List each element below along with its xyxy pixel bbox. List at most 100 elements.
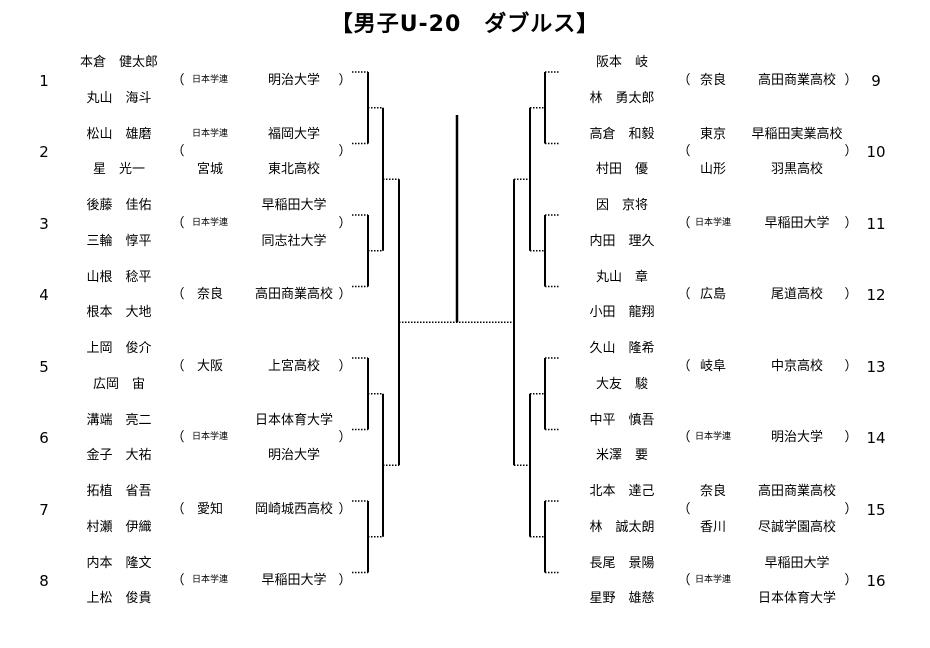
prefecture-label: 日本学連 [191, 432, 228, 443]
prefecture-label: 奈良 [699, 484, 726, 499]
player-name: 久山 隆希 [589, 341, 655, 356]
player-name: 高倉 和毅 [589, 126, 655, 142]
prefecture-label: 日本学連 [694, 432, 731, 443]
prefecture-label: 岐阜 [699, 358, 726, 374]
paren-close: ） [844, 287, 858, 303]
player-name: 丸山 海斗 [86, 90, 152, 106]
prefecture-label: 日本学連 [694, 217, 731, 228]
paren-open: （ [677, 144, 691, 160]
paren-close: ） [338, 501, 352, 517]
prefecture-label: 日本学連 [191, 74, 228, 85]
player-name: 三輪 惇平 [86, 233, 152, 249]
school-name: 尽誠学園高校 [757, 519, 836, 535]
player-name: 因 京将 [595, 198, 648, 213]
player-name: 内田 理久 [589, 233, 655, 249]
school-name: 早稲田大学 [261, 573, 327, 589]
paren-close: ） [844, 215, 858, 231]
seed-number: 10 [866, 143, 886, 162]
paren-close: ） [844, 573, 858, 589]
paren-open: （ [171, 430, 185, 446]
school-name: 高田商業高校 [757, 72, 836, 88]
prefecture-label: 日本学連 [694, 575, 731, 586]
player-name: 溝端 亮二 [86, 412, 152, 428]
school-name: 尾道高校 [770, 287, 823, 303]
player-name: 星 光一 [92, 162, 145, 177]
paren-close: ） [844, 430, 858, 446]
school-name: 日本体育大学 [757, 591, 836, 606]
school-name: 上宮高校 [267, 358, 320, 374]
school-name: 早稲田大学 [261, 198, 327, 213]
paren-open: （ [677, 287, 691, 303]
paren-open: （ [677, 358, 691, 374]
paren-close: ） [338, 430, 352, 446]
paren-close: ） [338, 72, 352, 88]
paren-close: ） [338, 144, 352, 160]
player-name: 拓植 省吾 [86, 484, 152, 499]
player-name: 小田 龍翔 [589, 305, 655, 320]
player-name: 松山 雄磨 [86, 126, 152, 142]
paren-open: （ [677, 573, 691, 589]
school-name: 早稲田大学 [764, 555, 830, 571]
seed-number: 12 [866, 286, 886, 305]
paren-open: （ [171, 215, 185, 231]
paren-open: （ [171, 287, 185, 303]
seed-number: 9 [871, 71, 881, 90]
school-name: 明治大学 [267, 72, 320, 88]
paren-open: （ [171, 144, 185, 160]
paren-close: ） [338, 287, 352, 303]
prefecture-label: 香川 [699, 519, 726, 535]
seed-number: 2 [39, 143, 49, 162]
paren-close: ） [844, 72, 858, 88]
prefecture-label: 奈良 [699, 72, 726, 88]
prefecture-label: 日本学連 [191, 128, 228, 139]
school-name: 福岡大学 [267, 126, 320, 142]
player-name: 上岡 俊介 [86, 341, 152, 356]
player-name: 内本 隆文 [86, 555, 152, 571]
paren-open: （ [677, 72, 691, 88]
school-name: 高田商業高校 [254, 287, 333, 303]
seed-number: 7 [39, 500, 49, 519]
prefecture-label: 日本学連 [191, 575, 228, 586]
prefecture-label: 奈良 [196, 287, 223, 303]
seed-number: 4 [39, 286, 49, 305]
school-name: 中京高校 [770, 358, 823, 374]
paren-open: （ [171, 72, 185, 88]
school-name: 早稲田大学 [764, 215, 830, 231]
seed-number: 8 [39, 572, 49, 591]
prefecture-label: 広島 [699, 287, 726, 303]
seed-number: 1 [39, 71, 49, 90]
seed-number: 6 [39, 429, 49, 448]
prefecture-label: 宮城 [196, 162, 223, 177]
seed-number: 3 [39, 214, 49, 233]
seed-number: 13 [866, 357, 886, 376]
school-name: 高田商業高校 [757, 484, 836, 499]
paren-close: ） [844, 358, 858, 374]
seed-number: 14 [866, 429, 886, 448]
player-name: 村田 優 [595, 162, 648, 177]
player-name: 長尾 景陽 [589, 555, 655, 571]
paren-open: （ [171, 573, 185, 589]
paren-close: ） [844, 501, 858, 517]
player-name: 阪本 岐 [595, 55, 648, 70]
player-name: 金子 大祐 [86, 448, 152, 463]
page-title: 【男子U-20 ダブルス】 [330, 12, 600, 37]
seed-number: 5 [39, 357, 49, 376]
paren-open: （ [171, 501, 185, 517]
player-name: 中平 慎吾 [589, 412, 655, 428]
school-name: 日本体育大学 [254, 412, 333, 428]
school-name: 岡崎城西高校 [254, 501, 333, 517]
school-name: 明治大学 [267, 448, 320, 463]
seed-number: 15 [866, 500, 886, 519]
school-name: 明治大学 [770, 430, 823, 446]
player-name: 本倉 健太郎 [79, 55, 158, 70]
player-name: 星野 雄慈 [589, 591, 655, 606]
player-name: 山根 稔平 [86, 269, 152, 285]
prefecture-label: 日本学連 [191, 217, 228, 228]
paren-close: ） [844, 144, 858, 160]
prefecture-label: 愛知 [196, 501, 223, 517]
paren-open: （ [171, 358, 185, 374]
school-name: 早稲田実業高校 [751, 126, 843, 142]
school-name: 同志社大学 [261, 233, 327, 249]
player-name: 大友 駿 [595, 376, 648, 392]
